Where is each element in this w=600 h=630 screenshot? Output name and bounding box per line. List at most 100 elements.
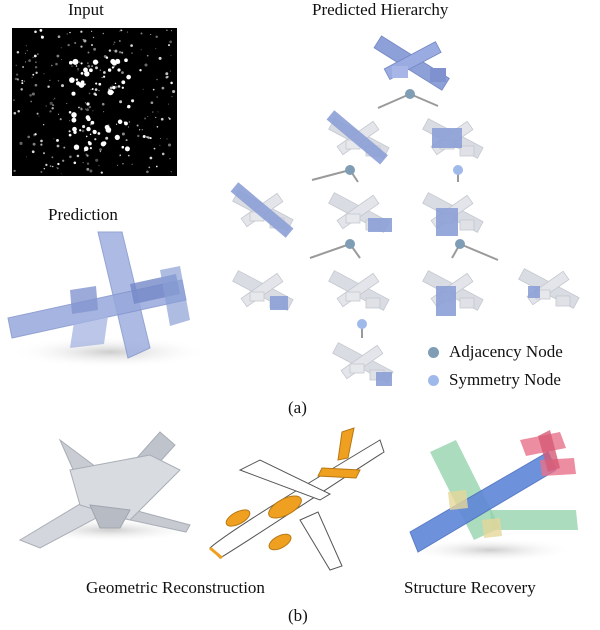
geometric-reconstruction-mesh bbox=[18, 431, 200, 549]
noise-cluster-speck bbox=[79, 129, 82, 132]
noise-speck bbox=[92, 110, 94, 112]
noise-speck bbox=[168, 44, 170, 47]
noise-speck bbox=[50, 64, 53, 67]
noise-speck bbox=[105, 56, 109, 59]
noise-speck bbox=[136, 124, 139, 127]
noise-speck bbox=[24, 61, 27, 63]
noise-speck bbox=[95, 158, 99, 162]
noise-speck bbox=[113, 50, 115, 51]
noise-speck bbox=[52, 165, 54, 168]
noise-speck bbox=[60, 173, 62, 175]
adjacency-node-label: Adjacency Node bbox=[449, 342, 563, 361]
level2-plane-3 bbox=[422, 192, 484, 236]
noise-cluster-speck bbox=[68, 133, 72, 137]
noise-speck bbox=[103, 111, 105, 113]
noise-speck bbox=[81, 129, 85, 133]
noise-speck bbox=[77, 70, 79, 72]
noise-cluster-speck bbox=[89, 68, 93, 73]
noise-speck bbox=[55, 62, 58, 66]
noise-speck bbox=[69, 155, 72, 159]
noise-speck bbox=[34, 83, 38, 87]
noise-speck bbox=[13, 99, 15, 102]
caption-b: (b) bbox=[288, 606, 308, 625]
noise-speck bbox=[117, 85, 121, 88]
noise-speck bbox=[118, 50, 122, 54]
noise-speck bbox=[146, 54, 149, 57]
noise-speck bbox=[57, 162, 60, 166]
noise-speck bbox=[52, 104, 55, 107]
noise-speck bbox=[73, 161, 77, 165]
noise-speck bbox=[20, 88, 23, 91]
noise-speck bbox=[126, 31, 128, 33]
level1-left-plane bbox=[326, 110, 390, 165]
noise-speck bbox=[53, 138, 55, 140]
noise-speck bbox=[34, 133, 37, 136]
noise-speck bbox=[78, 61, 81, 63]
noise-speck bbox=[87, 62, 89, 64]
noise-speck bbox=[114, 49, 118, 53]
noise-cluster-speck bbox=[84, 71, 90, 77]
noise-speck bbox=[67, 43, 70, 47]
noise-speck bbox=[149, 156, 153, 160]
noise-cluster-speck bbox=[71, 91, 76, 96]
noise-speck bbox=[89, 169, 93, 173]
noise-cluster-speck bbox=[115, 58, 121, 64]
adjacency-node bbox=[345, 165, 355, 175]
noise-speck bbox=[40, 143, 43, 146]
noise-cluster-speck bbox=[102, 75, 106, 78]
noise-speck bbox=[170, 170, 173, 173]
noise-speck bbox=[156, 96, 159, 98]
noise-speck bbox=[119, 100, 123, 104]
noise-speck bbox=[144, 117, 147, 120]
noise-speck bbox=[95, 66, 98, 70]
noise-speck bbox=[89, 133, 92, 136]
noise-speck bbox=[45, 105, 47, 107]
symmetry-node bbox=[357, 319, 367, 329]
noise-speck bbox=[80, 30, 83, 33]
noise-speck bbox=[35, 71, 38, 74]
noise-speck bbox=[29, 93, 32, 97]
noise-speck bbox=[165, 76, 168, 79]
noise-speck bbox=[98, 165, 100, 167]
noise-speck bbox=[56, 138, 59, 142]
noise-speck bbox=[131, 99, 135, 103]
noise-speck bbox=[141, 129, 143, 131]
level2-plane-2 bbox=[328, 192, 392, 233]
noise-speck bbox=[47, 85, 50, 88]
noise-speck bbox=[45, 163, 48, 167]
noise-speck bbox=[40, 35, 44, 39]
noise-speck bbox=[34, 65, 38, 69]
noise-speck bbox=[28, 59, 31, 62]
noise-speck bbox=[57, 113, 60, 115]
noise-cluster-speck bbox=[117, 68, 121, 72]
noise-cluster-speck bbox=[95, 82, 98, 85]
noise-speck bbox=[118, 40, 121, 42]
noise-speck bbox=[155, 35, 158, 38]
legend-symmetry: Symmetry Node bbox=[428, 370, 561, 390]
noise-cluster-speck bbox=[121, 86, 124, 89]
noise-speck bbox=[115, 123, 118, 125]
noise-speck bbox=[137, 134, 140, 138]
input-label: Input bbox=[68, 0, 104, 19]
noise-speck bbox=[131, 52, 133, 54]
noise-speck bbox=[78, 106, 80, 109]
noise-speck bbox=[69, 120, 71, 122]
noise-cluster-speck bbox=[72, 126, 77, 132]
noise-speck bbox=[170, 70, 172, 72]
noise-speck bbox=[156, 125, 159, 128]
noise-speck bbox=[117, 164, 119, 166]
geometric-reconstruction-label: Geometric Reconstruction bbox=[86, 578, 265, 597]
predicted-hierarchy-label: Predicted Hierarchy bbox=[312, 0, 449, 19]
noise-speck bbox=[131, 163, 133, 165]
noise-speck bbox=[168, 116, 170, 119]
noise-speck bbox=[147, 116, 149, 117]
noise-speck bbox=[103, 71, 106, 74]
noise-cluster-speck bbox=[73, 144, 80, 150]
noise-speck bbox=[121, 51, 124, 54]
noise-speck bbox=[170, 81, 173, 85]
noise-speck bbox=[128, 121, 131, 123]
level2-plane-1 bbox=[230, 182, 294, 238]
noise-speck bbox=[120, 29, 123, 32]
caption-a: (a) bbox=[288, 398, 307, 417]
noise-cluster-speck bbox=[127, 104, 131, 109]
